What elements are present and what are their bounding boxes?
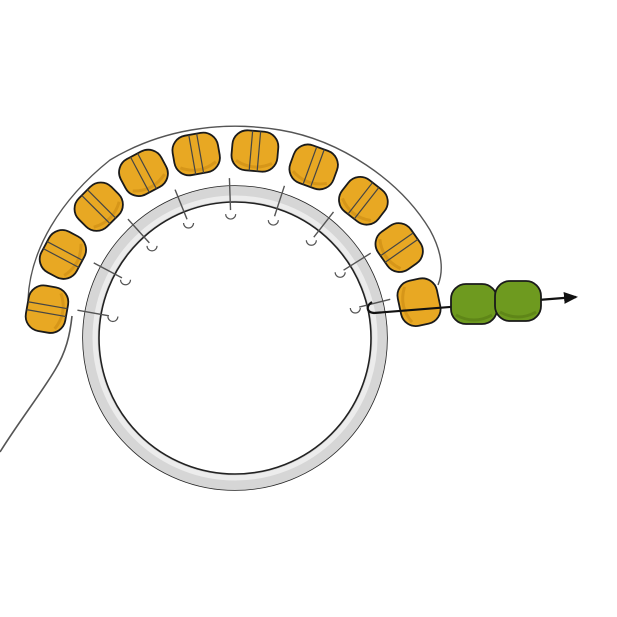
ring-bead-8 <box>338 176 389 226</box>
thread-wrap <box>228 178 232 211</box>
thread-loop <box>119 279 132 286</box>
ring-bead-5 <box>171 131 221 177</box>
thread-wrap <box>313 211 335 238</box>
thread-wrap <box>77 309 110 317</box>
thread-loop <box>334 272 346 278</box>
ring-bead-4 <box>118 148 169 197</box>
thread-wrap <box>273 185 286 217</box>
thread-wrap <box>127 218 150 244</box>
metal-ring <box>82 185 388 491</box>
thread-loop <box>267 219 279 226</box>
thread-loop <box>146 245 158 252</box>
ring-bead-1 <box>24 284 70 334</box>
thread-wraps <box>77 178 391 322</box>
new-bead-1 <box>450 283 498 325</box>
ring-bead-9 <box>374 222 424 273</box>
new-bead-2 <box>494 280 542 322</box>
thread-wrap <box>359 298 391 308</box>
thread-loop <box>182 222 195 229</box>
thread-loop <box>225 213 237 220</box>
thread-tail <box>0 315 73 453</box>
ring-bead-2 <box>38 229 87 280</box>
thread-wrap <box>174 189 188 220</box>
thread-wrap <box>343 252 372 271</box>
ring-bead-3 <box>73 181 124 232</box>
working-thread <box>366 291 578 315</box>
new-beads <box>450 280 542 325</box>
thread-wrap <box>93 262 123 279</box>
ring-bead-7 <box>288 143 339 191</box>
thread-loop <box>107 316 119 322</box>
thread-outer-arc <box>27 125 442 301</box>
thread-loop <box>305 240 317 246</box>
thread-loop <box>349 307 361 314</box>
ring-beads <box>24 129 442 334</box>
ring-bead-6 <box>230 129 280 173</box>
ring-bead-10 <box>396 277 442 327</box>
